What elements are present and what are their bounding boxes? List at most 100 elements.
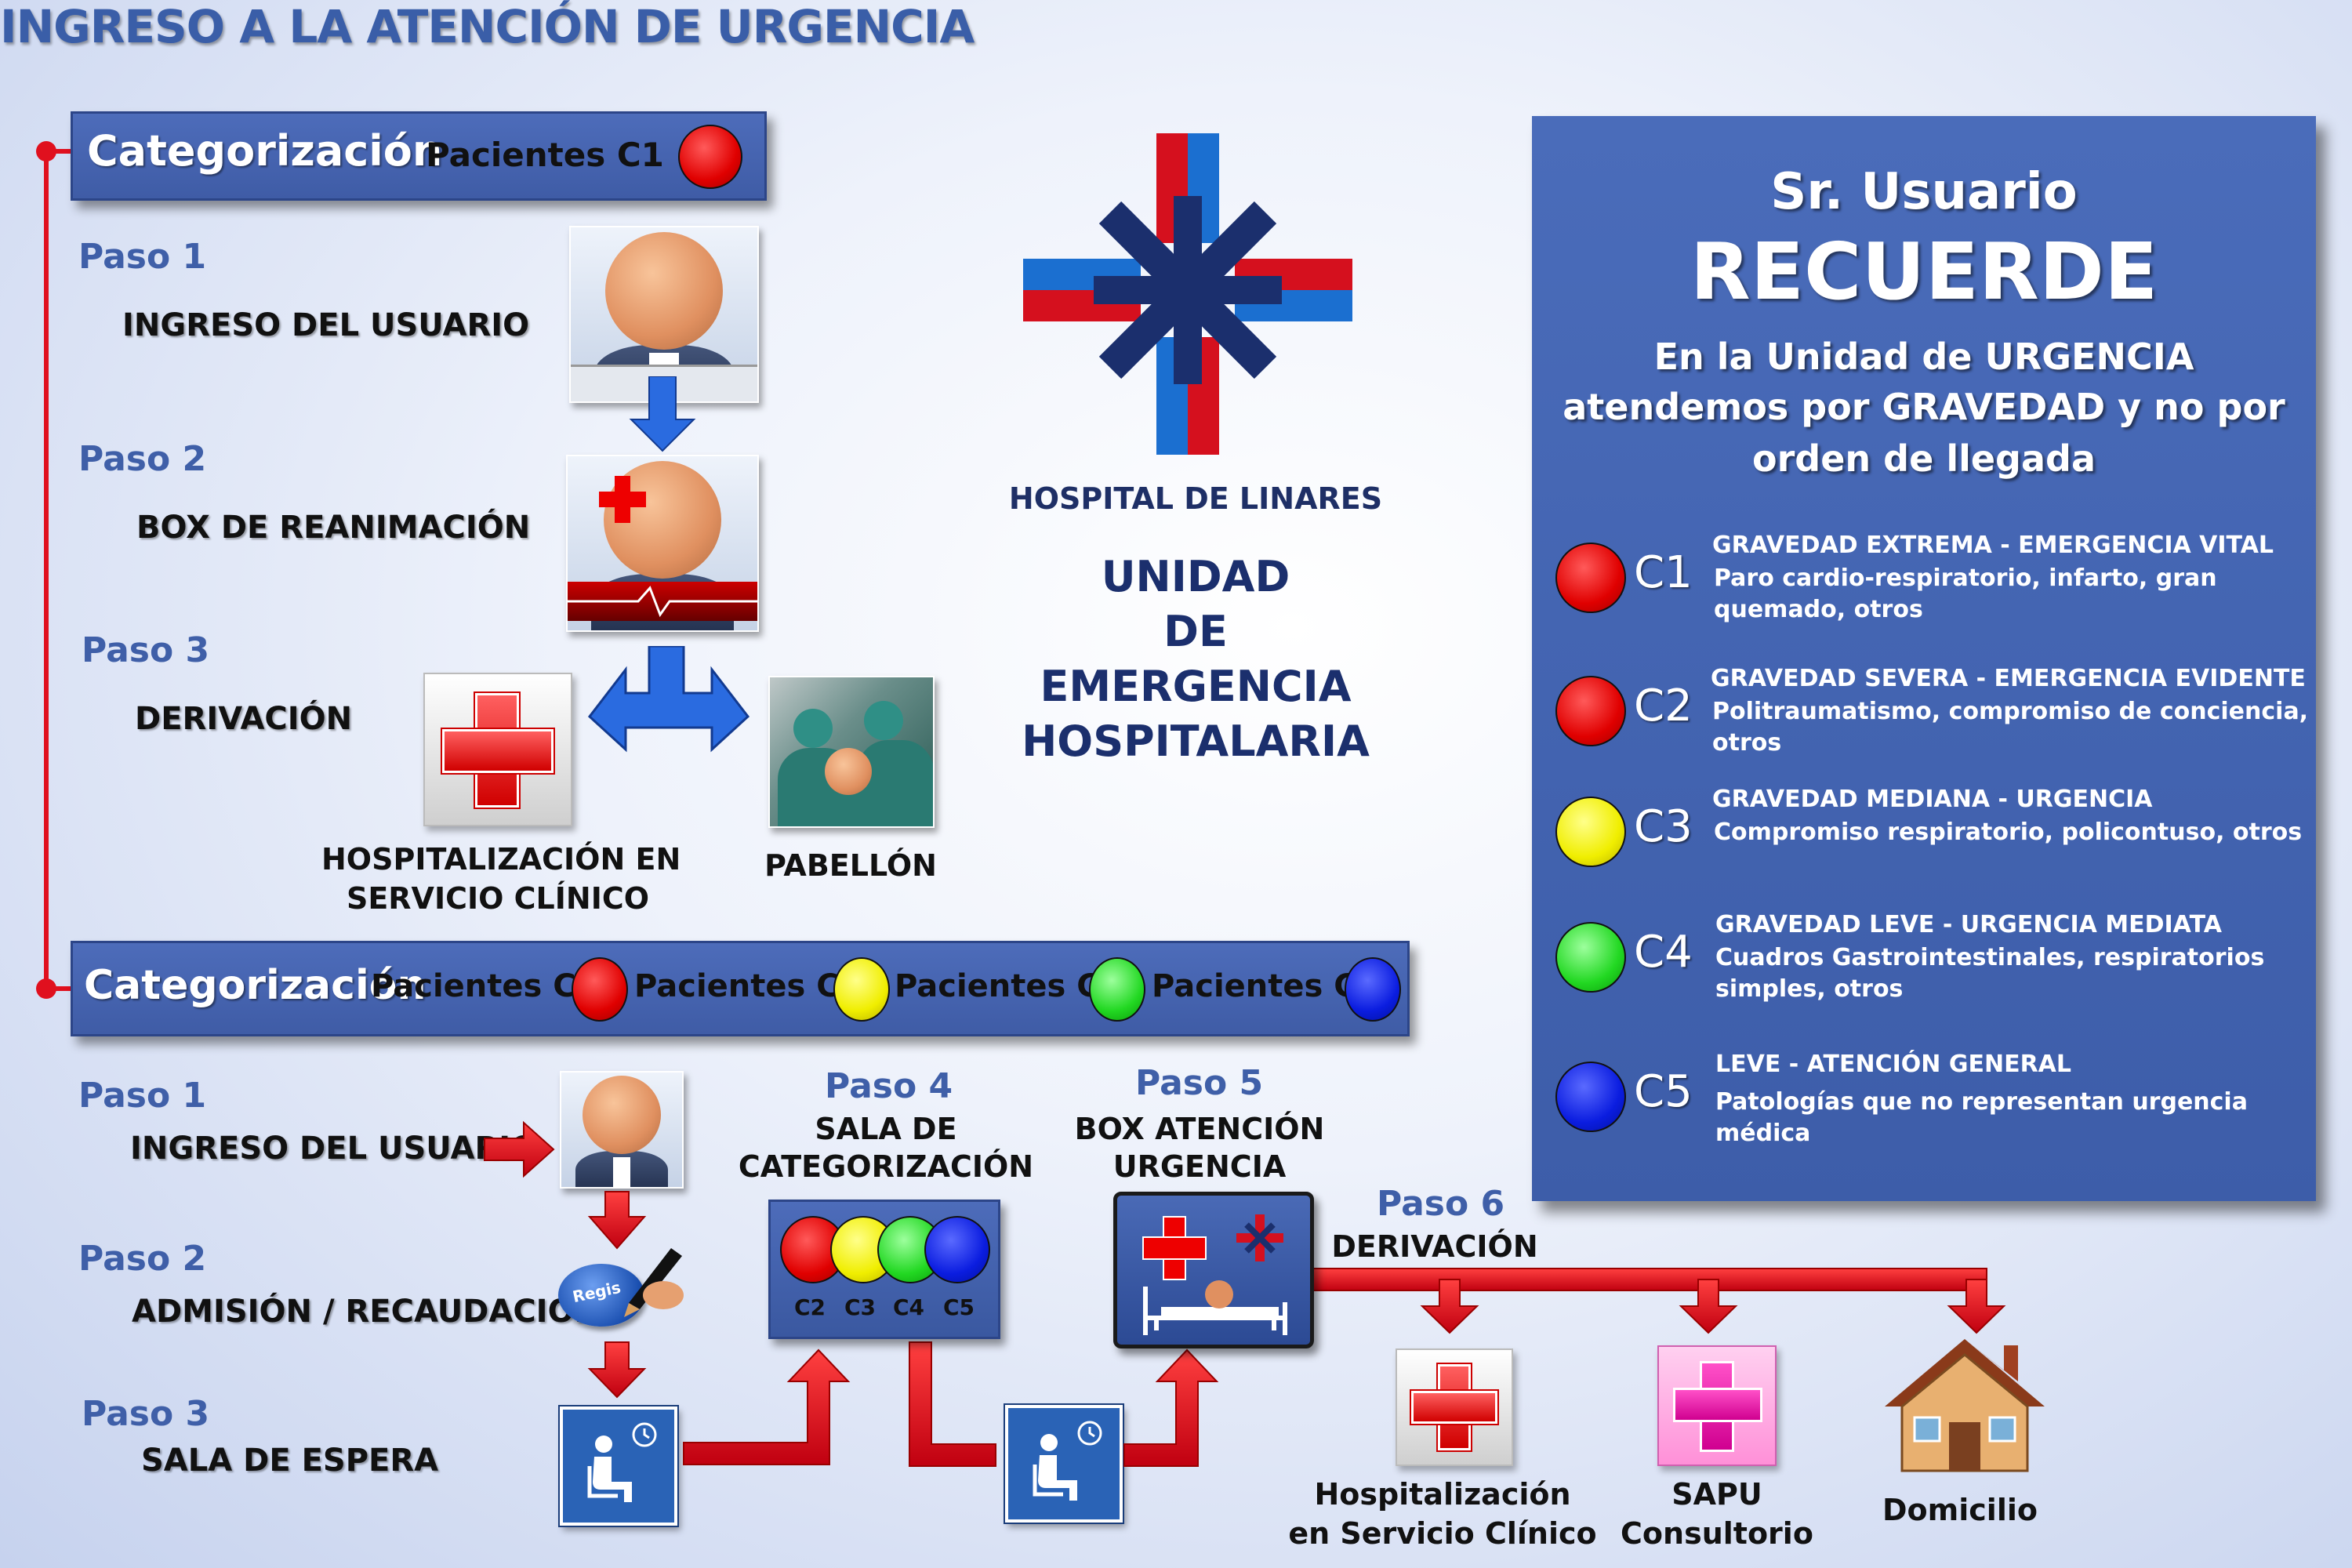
s2-paso-1: Paso 1 xyxy=(78,1076,207,1116)
dest-2-line-2: Consultorio xyxy=(1621,1516,1813,1551)
paso5-line-2: URGENCIA xyxy=(1112,1149,1287,1184)
level-c2-code: C2 xyxy=(1634,681,1693,731)
panel-code-c3: C3 xyxy=(844,1294,877,1320)
register-button-icon: Regis xyxy=(558,1264,644,1327)
level-c5-code: C5 xyxy=(1634,1066,1693,1117)
level-c5: C5 LEVE - ATENCIÓN GENERAL Patologías qu… xyxy=(1555,1051,2308,1152)
unit-line-4: HOSPITALARIA xyxy=(1022,717,1370,766)
c1-red-dot xyxy=(678,125,742,189)
panel-code-c2: C2 xyxy=(794,1294,826,1320)
unit-line-3: EMERGENCIA xyxy=(1040,662,1352,711)
panel-greeting: Sr. Usuario xyxy=(1770,163,2078,221)
timeline-line xyxy=(44,149,49,988)
waiting-room-icon-1 xyxy=(560,1406,677,1526)
level-c2-dot xyxy=(1555,676,1626,746)
category-label: Categorización xyxy=(87,126,443,176)
paso4-line-1: SALA DE xyxy=(815,1112,957,1146)
patients-c4-label: Pacientes C4 xyxy=(895,968,1122,1004)
s2-paso-6: Paso 6 xyxy=(1377,1184,1505,1224)
c2-red-dot xyxy=(572,957,628,1022)
dest-3-line-1: Domicilio xyxy=(1882,1493,2038,1527)
waiting-room-icon-2 xyxy=(1005,1405,1123,1523)
panel-code-c5: C5 xyxy=(943,1294,975,1320)
s1-step-1-text: INGRESO DEL USUARIO xyxy=(122,307,530,343)
s2-paso-5: Paso 5 xyxy=(1135,1063,1264,1103)
hospitalization-label-1: HOSPITALIZACIÓN EN xyxy=(321,842,681,877)
patients-c2-label: Pacientes C2 xyxy=(371,968,598,1004)
page-title: INGRESO A LA ATENCIÓN DE URGENCIA xyxy=(0,0,975,53)
level-c1-dot xyxy=(1555,543,1626,613)
dest-1-line-2: en Servicio Clínico xyxy=(1288,1516,1597,1551)
paso5-line-1: BOX ATENCIÓN xyxy=(1074,1112,1325,1146)
panel-message-2: atendemos por GRAVEDAD y no por xyxy=(1563,386,2285,428)
level-c5-title: LEVE - ATENCIÓN GENERAL xyxy=(1715,1051,2071,1078)
box-red-cross-icon xyxy=(1142,1216,1207,1280)
blue-arrow-down-1 xyxy=(629,376,696,452)
level-c1-title: GRAVEDAD EXTREMA - EMERGENCIA VITAL xyxy=(1712,532,2274,559)
dest-2-line-1: SAPU xyxy=(1671,1477,1762,1512)
s2-user-entry-image xyxy=(560,1071,684,1189)
patients-c5-label: Pacientes C5 xyxy=(1152,968,1379,1004)
level-c2: C2 GRAVEDAD SEVERA - EMERGENCIA EVIDENTE… xyxy=(1555,665,2308,767)
s1-step-3-text: DERIVACIÓN xyxy=(135,701,353,737)
person-head xyxy=(605,232,723,350)
hospitalization-label-2: SERVICIO CLÍNICO xyxy=(346,881,650,916)
hospital-logo-icon xyxy=(1023,133,1352,455)
patients-c3-label: Pacientes C3 xyxy=(634,968,862,1004)
dest-1-line-1: Hospitalización xyxy=(1314,1477,1571,1512)
s1-paso-1: Paso 1 xyxy=(78,237,207,277)
seated-person-icon xyxy=(587,1422,657,1502)
c3-yellow-dot xyxy=(833,957,890,1022)
s2-paso-3: Paso 3 xyxy=(82,1394,210,1434)
blue-arrow-split xyxy=(587,646,750,753)
operating-room-image xyxy=(768,676,935,828)
pabellon-label: PABELLÓN xyxy=(764,848,937,883)
dest-sapu-icon xyxy=(1657,1345,1777,1466)
dest-home-icon xyxy=(1885,1339,2045,1472)
pen-icon xyxy=(624,1248,684,1317)
ecg-line xyxy=(568,586,757,618)
c5-blue-dot xyxy=(1345,957,1401,1022)
level-c5-dot xyxy=(1555,1062,1626,1132)
s2-paso-2: Paso 2 xyxy=(78,1239,207,1279)
box-logo-icon xyxy=(1236,1214,1283,1261)
level-c3-code: C3 xyxy=(1634,801,1693,852)
dest-hospitalization-icon xyxy=(1396,1348,1513,1466)
level-c2-desc: Politraumatismo, compromiso de concienci… xyxy=(1712,698,2309,757)
s1-paso-2: Paso 2 xyxy=(78,439,207,479)
hospital-name: HOSPITAL DE LINARES xyxy=(1008,481,1383,516)
paso4-line-2: CATEGORIZACIÓN xyxy=(738,1149,1034,1184)
unit-line-2: DE xyxy=(1163,607,1228,656)
level-c4-desc: Cuadros Gastrointestinales, respiratorio… xyxy=(1715,944,2265,1003)
level-c1-desc: Paro cardio-respiratorio, infarto, gran … xyxy=(1714,564,2217,623)
panel-message-1: En la Unidad de URGENCIA xyxy=(1653,336,2194,378)
level-c4-code: C4 xyxy=(1634,927,1693,978)
s2-paso-4: Paso 4 xyxy=(825,1066,953,1106)
panel-blue-dot xyxy=(924,1216,990,1283)
s1-paso-3: Paso 3 xyxy=(82,630,210,670)
level-c2-title: GRAVEDAD SEVERA - EMERGENCIA EVIDENTE xyxy=(1711,665,2306,692)
s1-step-2-text: BOX DE REANIMACIÓN xyxy=(136,510,531,546)
timeline-branch-2 xyxy=(44,986,75,991)
patients-c1-label: Pacientes C1 xyxy=(426,136,664,174)
hospitalization-cross-icon xyxy=(423,673,572,826)
paso6-line-1: DERIVACIÓN xyxy=(1331,1229,1538,1264)
emergency-box-panel xyxy=(1113,1192,1314,1348)
level-c3: C3 GRAVEDAD MEDIANA - URGENCIA Compromis… xyxy=(1555,786,2308,887)
panel-recuerde: RECUERDE xyxy=(1690,226,2158,318)
s2-step-3-text: SALA DE ESPERA xyxy=(141,1443,439,1479)
level-c3-dot xyxy=(1555,797,1626,867)
c4-green-dot xyxy=(1089,957,1145,1022)
level-c3-desc: Compromiso respiratorio, policontuso, ot… xyxy=(1714,818,2303,846)
level-c4-dot xyxy=(1555,922,1626,993)
resuscitation-box-image xyxy=(566,455,759,632)
red-cross-badge xyxy=(599,476,646,523)
hospital-bed-icon xyxy=(1143,1280,1287,1335)
reminder-panel: Sr. Usuario RECUERDE En la Unidad de URG… xyxy=(1532,116,2316,1201)
unit-line-1: UNIDAD xyxy=(1101,552,1290,601)
level-c1: C1 GRAVEDAD EXTREMA - EMERGENCIA VITAL P… xyxy=(1555,532,2308,649)
s2-step-2-text: ADMISIÓN / RECAUDACIÓN xyxy=(132,1294,601,1330)
category-label-2: Categorización xyxy=(84,962,426,1009)
level-c5-desc: Patologías que no representan urgencia m… xyxy=(1715,1088,2248,1147)
